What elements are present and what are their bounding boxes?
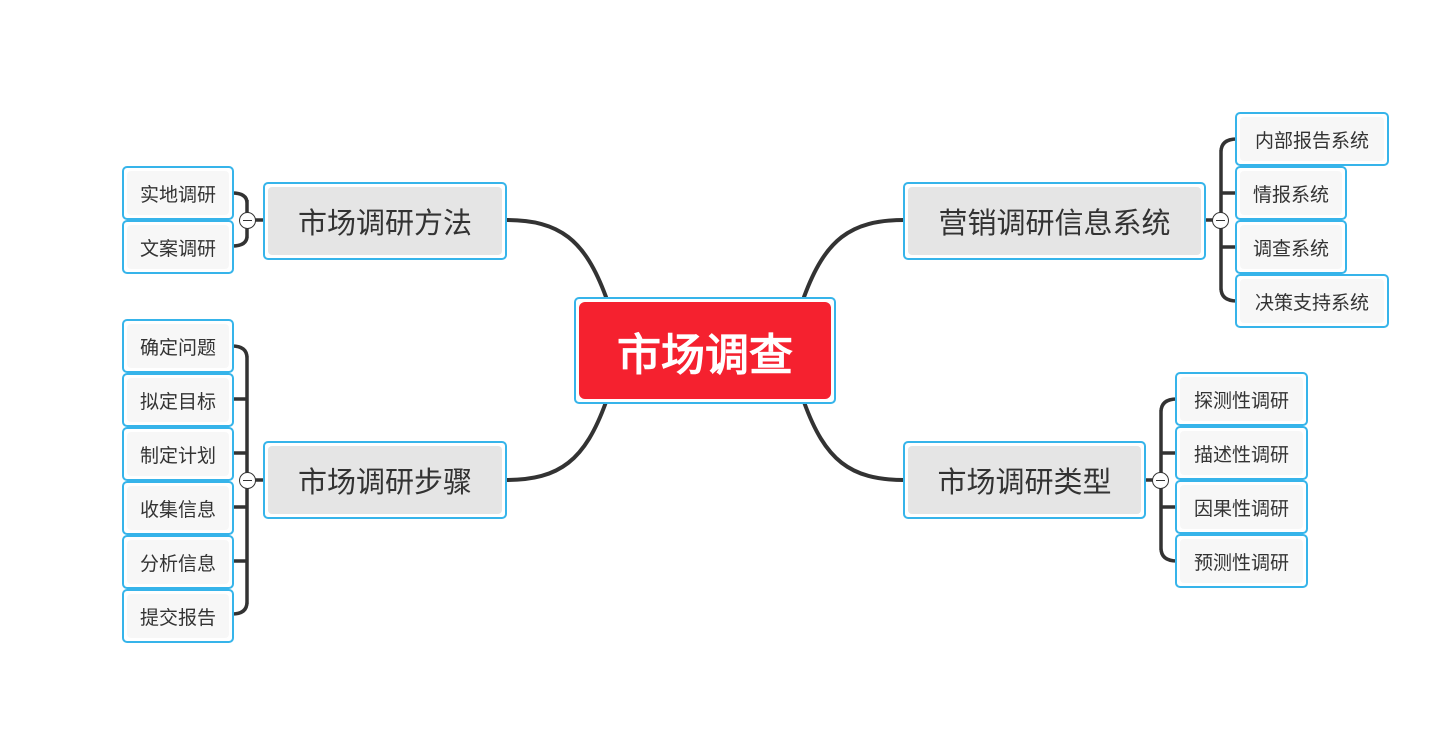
collapse-methods-icon[interactable] (239, 212, 256, 229)
link-root-types (802, 400, 906, 482)
leaf-label: 拟定目标 (127, 378, 229, 422)
branch-methods-label: 市场调研方法 (268, 187, 502, 255)
branch-methods[interactable]: 市场调研方法 (263, 182, 507, 260)
root-topic[interactable]: 市场调查 (574, 297, 836, 404)
leaf-label: 确定问题 (127, 324, 229, 368)
branch-info-system-label: 营销调研信息系统 (908, 187, 1201, 255)
leaf-steps-3[interactable]: 制定计划 (122, 427, 234, 481)
branch-types-label: 市场调研类型 (908, 446, 1141, 514)
leaf-label: 决策支持系统 (1240, 279, 1384, 323)
collapse-steps-icon[interactable] (239, 472, 256, 489)
leaf-label: 因果性调研 (1180, 485, 1303, 529)
leaf-label: 调查系统 (1240, 225, 1342, 269)
leaf-info-system-1[interactable]: 内部报告系统 (1235, 112, 1389, 166)
leaf-steps-4[interactable]: 收集信息 (122, 481, 234, 535)
leaf-methods-2[interactable]: 文案调研 (122, 220, 234, 274)
leaf-label: 探测性调研 (1180, 377, 1303, 421)
leaf-info-system-2[interactable]: 情报系统 (1235, 166, 1347, 220)
leaf-label: 文案调研 (127, 225, 229, 269)
leaf-info-system-3[interactable]: 调查系统 (1235, 220, 1347, 274)
collapse-info-system-icon[interactable] (1212, 212, 1229, 229)
root-topic-label: 市场调查 (579, 302, 831, 399)
link-root-steps (504, 400, 608, 482)
branch-info-system[interactable]: 营销调研信息系统 (903, 182, 1206, 260)
leaf-steps-6[interactable]: 提交报告 (122, 589, 234, 643)
leaf-label: 描述性调研 (1180, 431, 1303, 475)
leaf-types-3[interactable]: 因果性调研 (1175, 480, 1308, 534)
leaf-label: 制定计划 (127, 432, 229, 476)
leaf-label: 提交报告 (127, 594, 229, 638)
leaf-methods-1[interactable]: 实地调研 (122, 166, 234, 220)
leaf-label: 实地调研 (127, 171, 229, 215)
link-root-info-system (802, 218, 906, 299)
leaf-info-system-4[interactable]: 决策支持系统 (1235, 274, 1389, 328)
leaf-label: 情报系统 (1240, 171, 1342, 215)
collapse-types-icon[interactable] (1152, 472, 1169, 489)
branch-steps-label: 市场调研步骤 (268, 446, 502, 514)
leaf-steps-1[interactable]: 确定问题 (122, 319, 234, 373)
leaf-label: 内部报告系统 (1240, 117, 1384, 161)
leaf-label: 分析信息 (127, 540, 229, 584)
leaf-label: 预测性调研 (1180, 539, 1303, 583)
leaf-types-1[interactable]: 探测性调研 (1175, 372, 1308, 426)
branch-steps[interactable]: 市场调研步骤 (263, 441, 507, 519)
leaf-steps-2[interactable]: 拟定目标 (122, 373, 234, 427)
leaf-types-4[interactable]: 预测性调研 (1175, 534, 1308, 588)
branch-types[interactable]: 市场调研类型 (903, 441, 1146, 519)
leaf-label: 收集信息 (127, 486, 229, 530)
link-root-methods (504, 218, 608, 299)
leaf-types-2[interactable]: 描述性调研 (1175, 426, 1308, 480)
leaf-steps-5[interactable]: 分析信息 (122, 535, 234, 589)
